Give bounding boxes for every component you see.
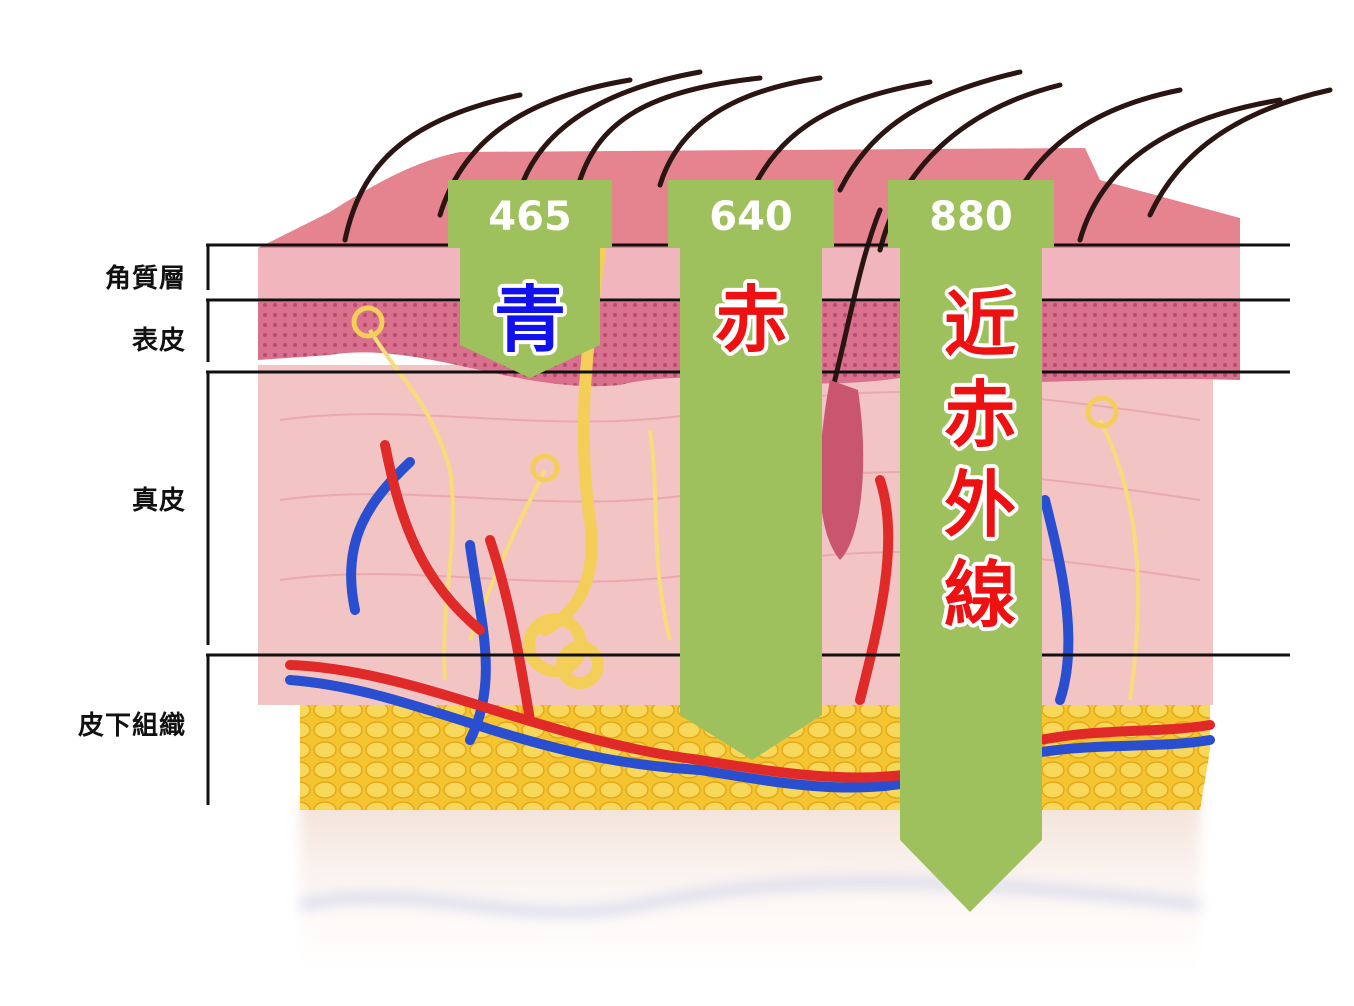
layer-label-stratum-corneum: 角質層 xyxy=(104,264,186,294)
label-blue: 青 xyxy=(494,278,566,362)
layer-label-epidermis: 表皮 xyxy=(131,326,186,356)
layer-label-dermis: 真皮 xyxy=(131,486,186,516)
label-nir-char-2: 赤 xyxy=(944,373,1016,457)
arrow-blue-465 xyxy=(448,180,612,378)
label-red: 赤 xyxy=(715,278,787,362)
label-nir-char-3: 外 xyxy=(944,463,1016,547)
nerve-ending xyxy=(351,305,385,339)
label-nir-char-4: 線 xyxy=(944,553,1016,637)
block-reflection xyxy=(298,800,1201,1000)
layer-label-subcutaneous: 皮下組織 xyxy=(77,711,186,741)
arteries xyxy=(285,440,1215,783)
arrow-nir-880 xyxy=(888,180,1054,912)
wavelength-value-red: 640 xyxy=(709,194,793,240)
hair-follicle xyxy=(819,380,864,560)
wavelength-value-nir: 880 xyxy=(929,194,1013,240)
nerve-ending xyxy=(1085,395,1119,429)
nerve-ending xyxy=(530,453,560,483)
wavelength-value-blue: 465 xyxy=(488,194,572,240)
label-nir-char-1: 近 xyxy=(944,283,1016,367)
arrow-red-640 xyxy=(668,180,834,760)
